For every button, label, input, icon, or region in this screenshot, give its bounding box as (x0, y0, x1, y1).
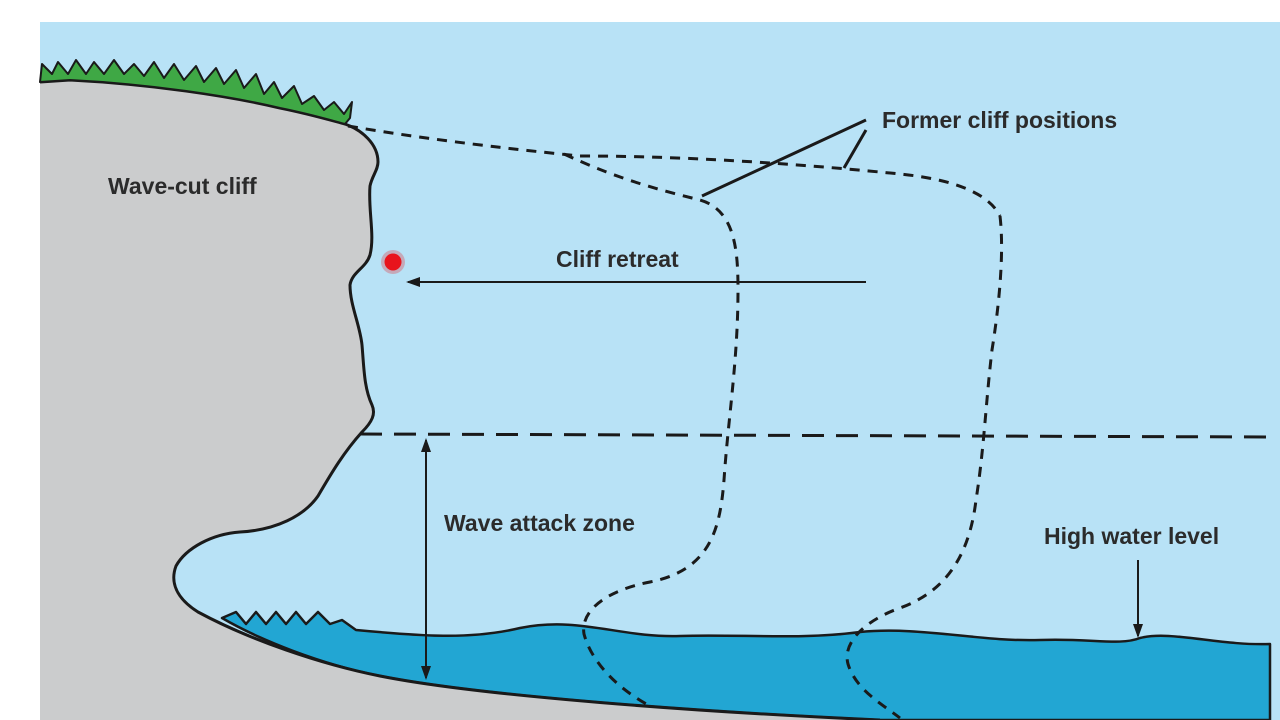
grass-tuft (39, 59, 353, 125)
label-wave-attack-zone: Wave attack zone (444, 510, 635, 536)
cliff-rock (40, 80, 880, 720)
label-former-cliff-positions: Former cliff positions (882, 107, 1117, 133)
high-water-level-line (359, 432, 1271, 439)
former-cliff-top-dashed (347, 124, 1002, 217)
former-positions-pointer-2 (842, 129, 868, 169)
label-cliff-retreat: Cliff retreat (556, 246, 679, 272)
label-wave-cut-cliff: Wave-cut cliff (108, 173, 257, 199)
red-dot-core (384, 253, 402, 271)
former-cliff-line-2 (845, 215, 1004, 720)
former-cliff-line-1 (563, 152, 740, 708)
former-positions-pointer-1 (701, 118, 867, 198)
label-high-water-level: High water level (1044, 523, 1219, 549)
